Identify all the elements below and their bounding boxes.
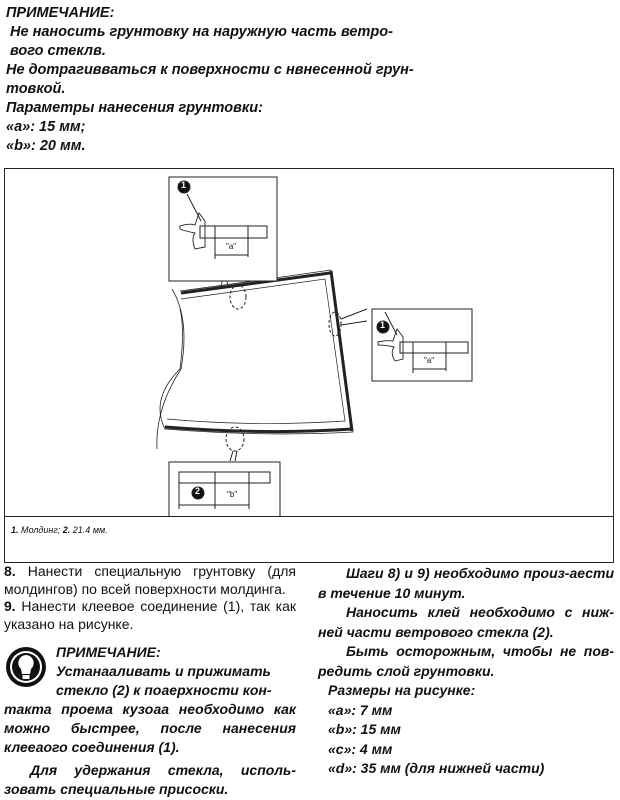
top-note: ПРИМЕЧАНИЕ: Не наносить грунтовку на нар… (6, 4, 476, 156)
dimension-c: «c»: 4 мм (328, 740, 393, 757)
right-column: Шаги 8) и 9) необходимо произ-аести в те… (318, 564, 614, 779)
step-number: 8. (4, 563, 16, 579)
step-9: 9. Нанести клеевое соединение (1), так к… (4, 598, 296, 633)
note-line: товкой. (6, 81, 66, 97)
figure-caption: 1. Молдинг; 2. 21.4 мм. (5, 516, 613, 562)
note-title: ПРИМЕЧАНИЕ: (56, 644, 161, 660)
note-text: такта проема кузоаа необходимо как можно… (4, 701, 296, 755)
step-text: Нанести специальную грунтовку (для молди… (4, 563, 296, 597)
label-a-right: "a" (424, 356, 435, 365)
windshield-diagram (156, 176, 473, 516)
paragraph: Шаги 8) и 9) необходимо произ-аести в те… (318, 565, 614, 601)
callout-1-right: 1 (380, 320, 386, 330)
windshield-figure: 1 1 2 "a" "a" "b" 1. Молдинг; 2. 21.4 мм… (4, 168, 614, 563)
lightbulb-icon (6, 647, 46, 687)
caption-num: 2. (62, 525, 71, 535)
label-a-top: "a" (226, 242, 237, 251)
dimensions-title: Размеры на рисунке: (328, 682, 476, 698)
note-line: Не наносить грунтовку на наружную часть … (10, 24, 393, 40)
left-column: 8. Нанести специальную грунтовку (для мо… (4, 563, 296, 799)
inset-bottom (168, 461, 281, 516)
params-title: Параметры нанесения грунтовки: (6, 100, 263, 116)
caption-text: 21.4 мм. (70, 525, 108, 535)
note-text: Для удержания стекла, исполь-зовать спец… (4, 762, 296, 797)
note-line: вого стеклв. (10, 43, 106, 59)
note-line: стекло (2) к поаерхности кон- (56, 682, 272, 698)
note-line: Устанааливать и прижимать (56, 663, 271, 679)
step-number: 9. (4, 598, 16, 614)
inset-right (371, 308, 473, 382)
callout-2: 2 (195, 486, 201, 496)
param-b: «b»: 20 мм. (6, 138, 86, 154)
note-line: Не дотрагивваться к поверхности с нвнесе… (6, 62, 414, 78)
step-8: 8. Нанести специальную грунтовку (для мо… (4, 563, 296, 598)
dimension-d: «d»: 35 мм (для нижней части) (328, 760, 545, 776)
dimension-a: «a»: 7 мм (328, 701, 393, 718)
step-text: Нанести клеевое соединение (1), так как … (4, 598, 296, 632)
note-title: ПРИМЕЧАНИЕ: (6, 5, 115, 21)
label-b: "b" (227, 490, 238, 499)
caption-text: Молдинг; (18, 525, 63, 535)
param-a: «a»: 15 мм; (6, 119, 86, 135)
inset-top (168, 176, 278, 282)
dimension-b: «b»: 15 мм (328, 721, 401, 737)
paragraph: Быть осторожным, чтобы не пов-редить сло… (318, 643, 614, 679)
note-install: ПРИМЕЧАНИЕ: Устанааливать и прижимать ст… (4, 643, 296, 799)
callout-1-top: 1 (181, 180, 187, 190)
paragraph: Наносить клей необходимо с ниж-ней части… (318, 604, 614, 640)
windshield-drawing (156, 263, 368, 462)
caption-num: 1. (11, 525, 19, 535)
